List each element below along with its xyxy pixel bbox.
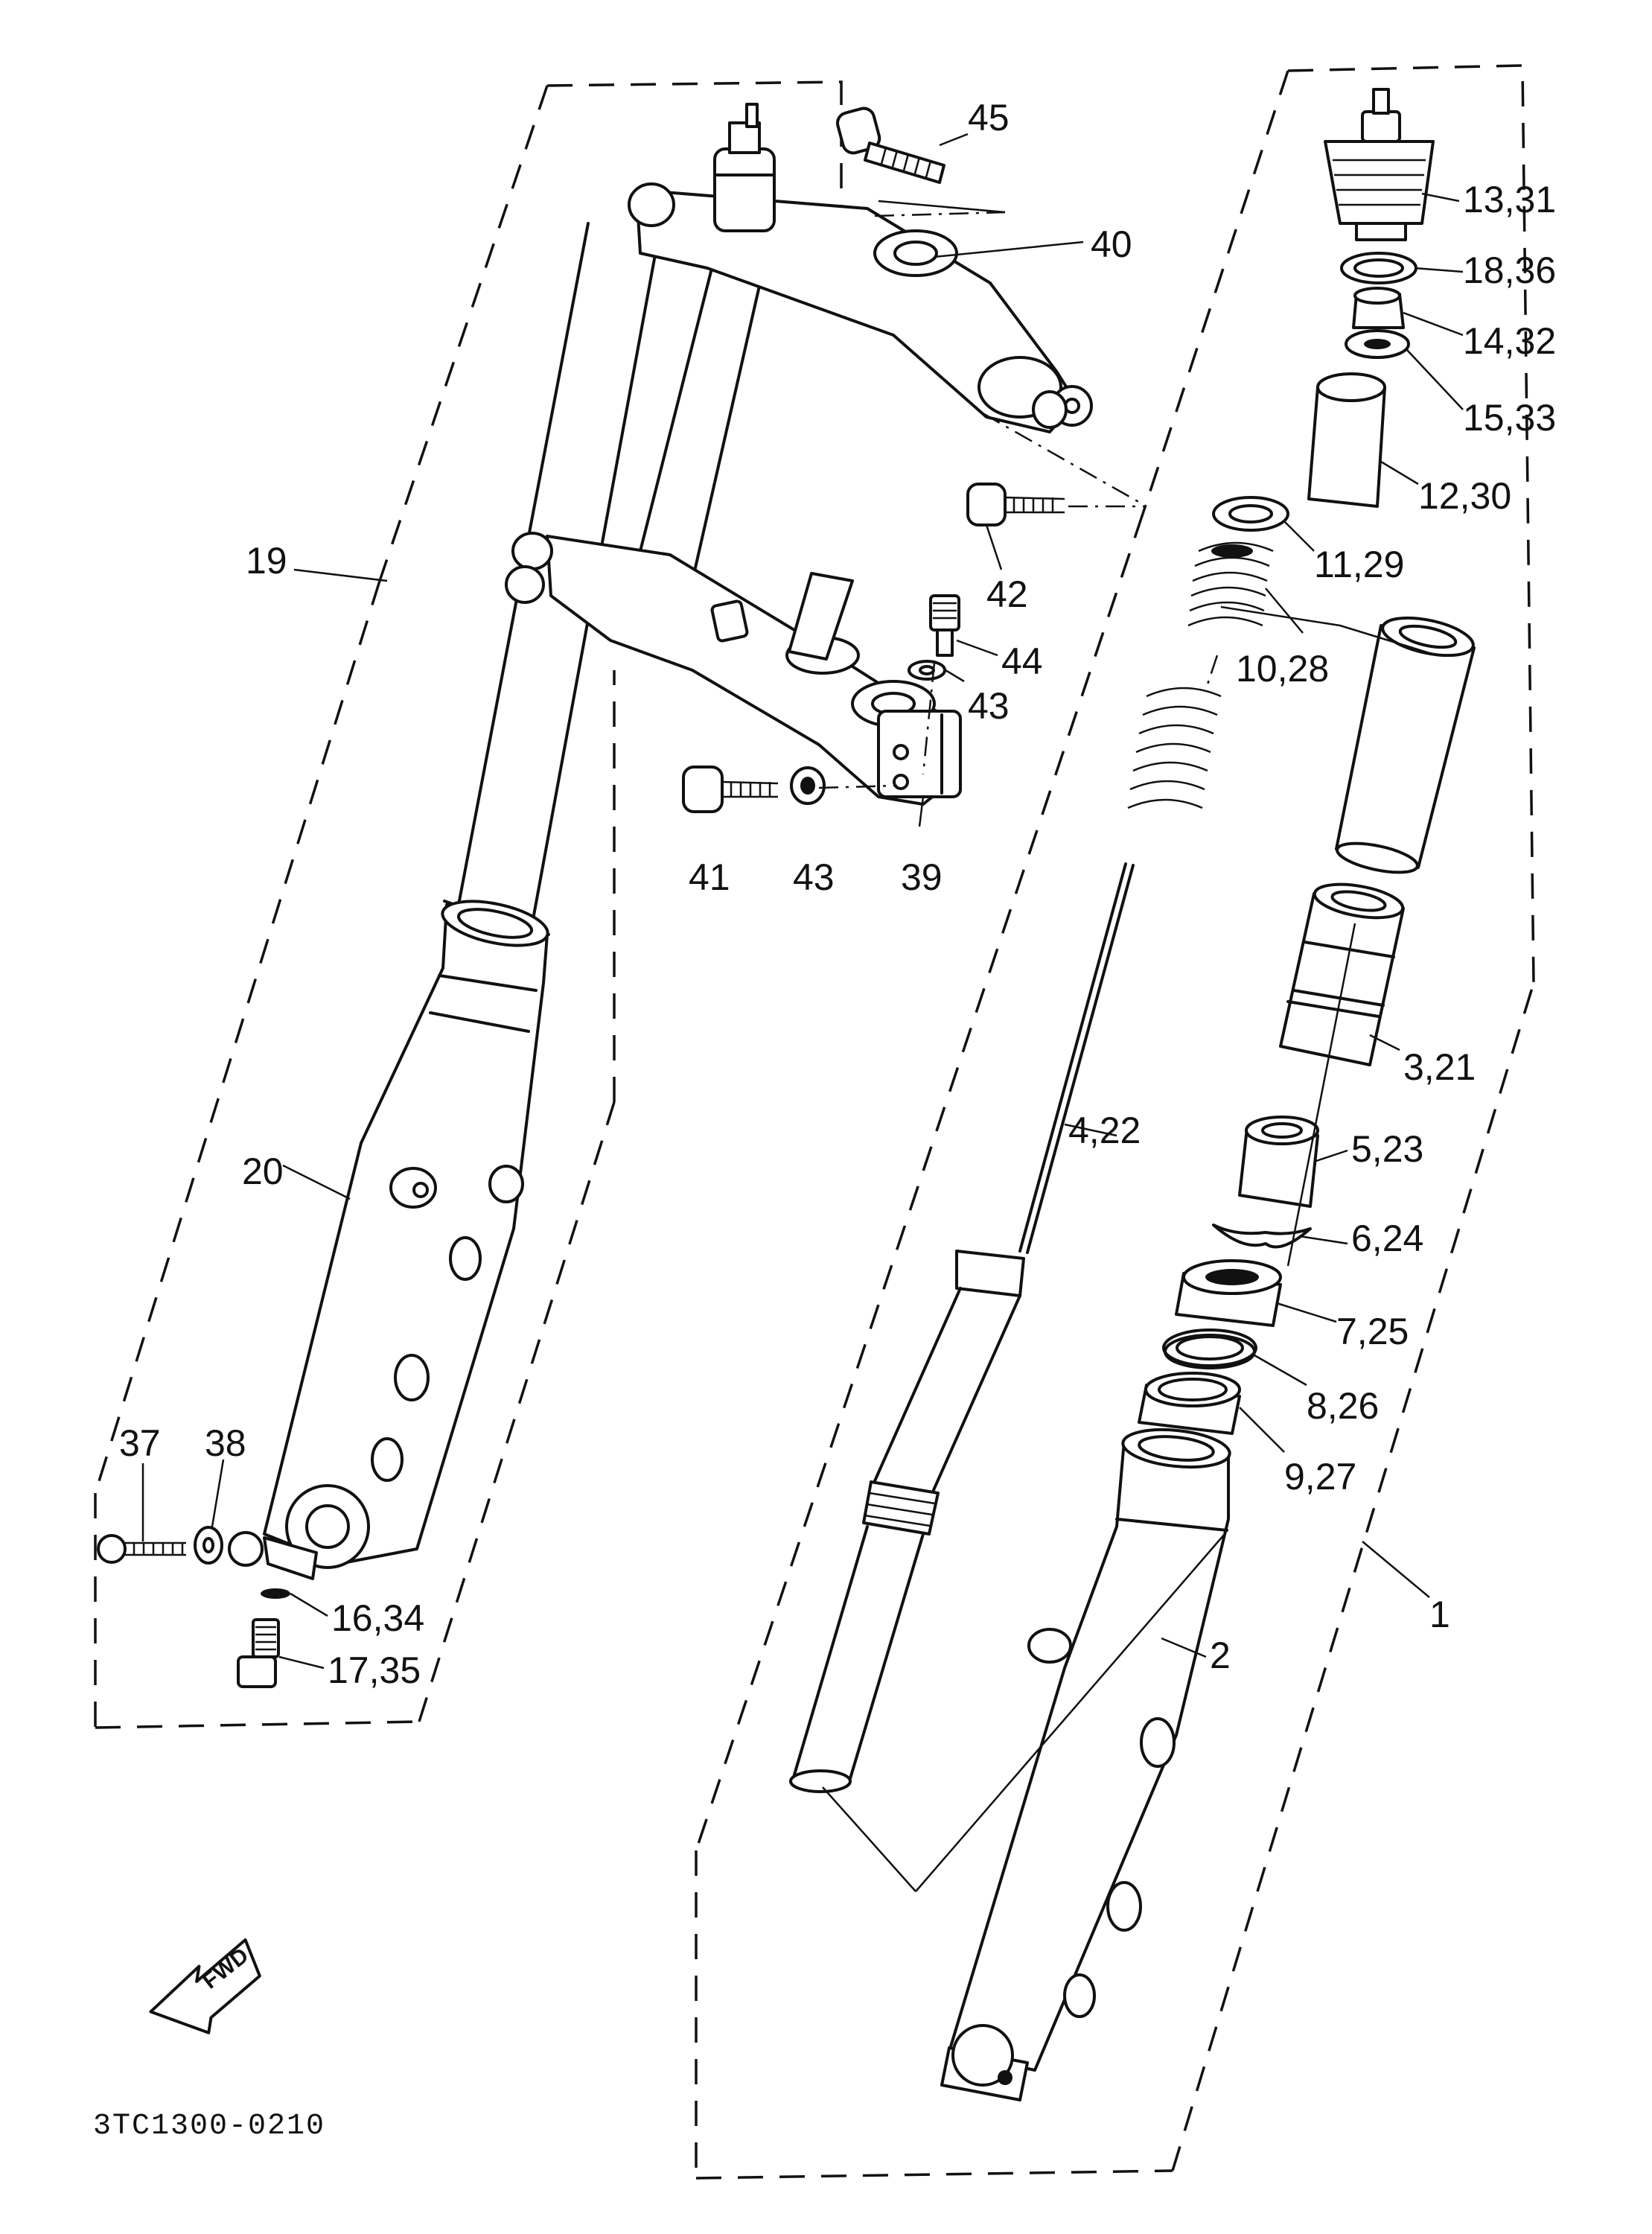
assembly-lines xyxy=(818,211,1438,1892)
callout-6-24: 6,24 xyxy=(1351,1218,1423,1259)
gasket-16-34 xyxy=(261,1588,290,1599)
callout-17-35: 17,35 xyxy=(328,1649,421,1691)
callout-19: 19 xyxy=(246,540,287,582)
callout-11-29: 11,29 xyxy=(1314,544,1404,585)
callout-15-33: 15,33 xyxy=(1463,397,1556,439)
callout-4-22: 4,22 xyxy=(1068,1110,1141,1151)
clip-6-24 xyxy=(1212,1223,1312,1249)
callout-2: 2 xyxy=(1210,1635,1231,1676)
callout-1: 1 xyxy=(1429,1594,1450,1635)
callout-labels: 45 40 13,31 18,36 14,32 15,33 12,30 11,2… xyxy=(119,97,1556,1691)
callout-5-23: 5,23 xyxy=(1351,1128,1423,1170)
callout-40: 40 xyxy=(1091,223,1132,265)
cap-bolt-13-31 xyxy=(1324,88,1435,241)
callout-44: 44 xyxy=(1001,640,1043,682)
washer-15-33 xyxy=(1345,329,1410,359)
callout-18-36: 18,36 xyxy=(1463,249,1556,291)
drawing-code: 3TC1300-0210 xyxy=(93,2110,325,2143)
bolt-42 xyxy=(966,483,1065,526)
damper-rod-4-22 xyxy=(789,862,1135,1793)
fwd-direction-arrow: FWD xyxy=(149,1938,261,2034)
drain-bolt-17-35 xyxy=(237,1618,280,1688)
callout-39: 39 xyxy=(901,856,943,898)
callout-42: 42 xyxy=(986,573,1028,615)
washer-38 xyxy=(194,1526,223,1565)
bolt-41 xyxy=(682,766,779,813)
bolt-45 xyxy=(836,106,945,184)
washer-43-lower xyxy=(790,766,826,805)
spacer-12-30 xyxy=(1307,372,1386,508)
spring-10-28 xyxy=(1127,541,1274,809)
callout-13-31: 13,31 xyxy=(1463,179,1556,220)
outer-tube-part-2 xyxy=(940,1428,1231,2101)
callout-10-28: 10,28 xyxy=(1236,648,1329,690)
callout-43-upper: 43 xyxy=(968,685,1010,727)
guide-3-21 xyxy=(1279,882,1405,1066)
washer-43-upper xyxy=(908,660,946,681)
callout-7-25: 7,25 xyxy=(1336,1311,1409,1352)
tube-below-bracket xyxy=(788,572,854,661)
callout-14-32: 14,32 xyxy=(1463,320,1556,362)
spring-seat-11-29 xyxy=(1212,496,1289,532)
leader-lines xyxy=(141,133,1464,1670)
slide-bushing-5-23 xyxy=(1238,1116,1319,1208)
callout-38: 38 xyxy=(205,1422,246,1464)
callout-45: 45 xyxy=(968,97,1010,139)
callout-43-lower: 43 xyxy=(793,856,835,898)
callout-9-27: 9,27 xyxy=(1284,1456,1356,1498)
callout-3-21: 3,21 xyxy=(1403,1046,1476,1088)
callout-12-30: 12,30 xyxy=(1418,475,1511,517)
callout-20: 20 xyxy=(242,1151,284,1192)
upper-bracket xyxy=(628,182,1093,433)
inner-tube-right xyxy=(1335,616,1476,874)
o-ring-18-36 xyxy=(1340,252,1417,284)
callout-41: 41 xyxy=(689,856,730,898)
outer-tube-left xyxy=(228,900,550,1580)
screw-44 xyxy=(929,594,960,657)
under-bracket xyxy=(505,532,962,806)
oil-seal-7-25 xyxy=(1175,1259,1282,1327)
washer-8-26 xyxy=(1162,1328,1257,1369)
right-assembly-boundary xyxy=(695,64,1535,2180)
callout-37: 37 xyxy=(119,1422,161,1464)
callout-16-34: 16,34 xyxy=(331,1597,424,1639)
nut-14-32 xyxy=(1352,287,1405,329)
slide-bushing-9-27 xyxy=(1138,1372,1241,1435)
callout-8-26: 8,26 xyxy=(1307,1385,1379,1427)
bolt-37 xyxy=(97,1534,186,1564)
upper-bracket-cap-nut xyxy=(713,103,776,232)
